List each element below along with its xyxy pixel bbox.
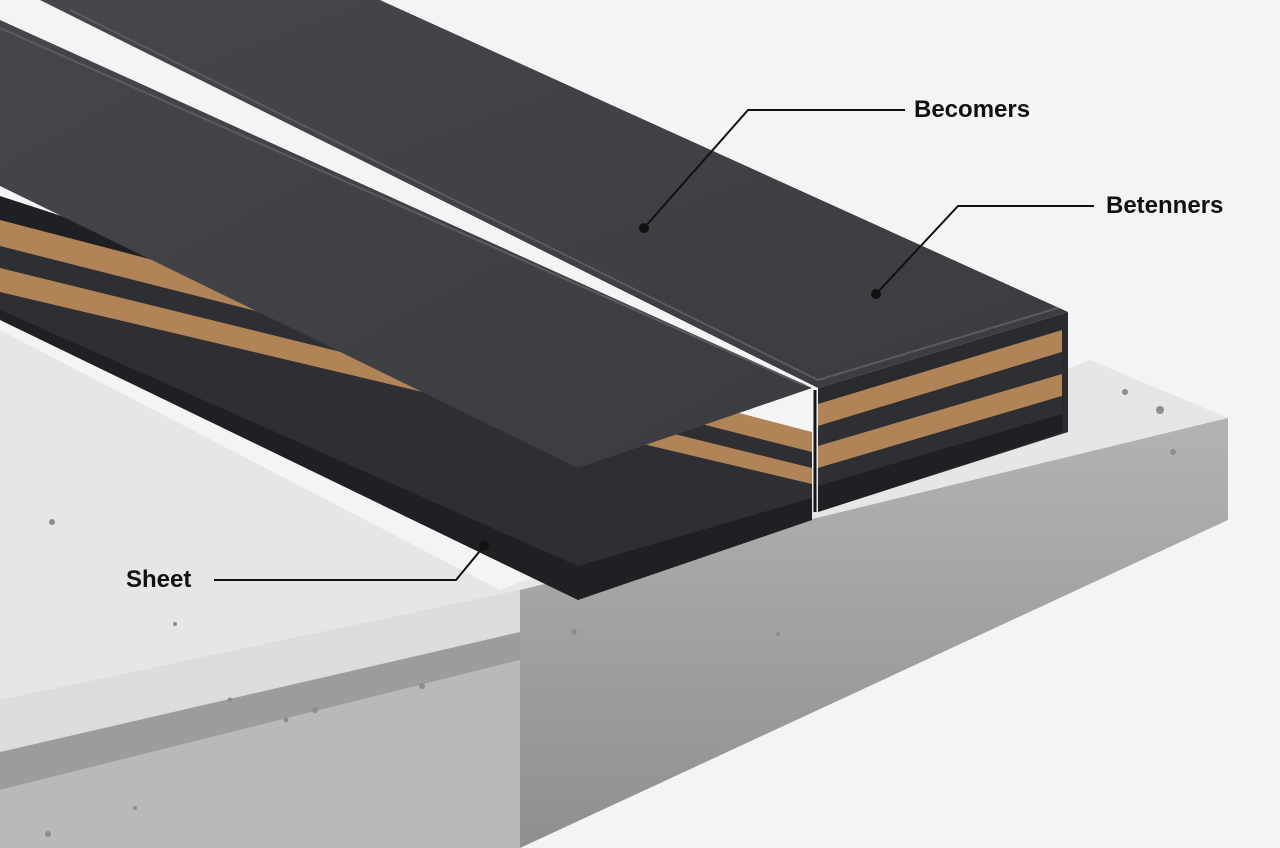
callout-betenners-leader xyxy=(875,205,1094,295)
concrete-speckles xyxy=(45,389,1176,837)
callout-becomers-leader xyxy=(643,109,905,229)
callout-becomers: Becomers xyxy=(639,96,1030,233)
slab-side-face xyxy=(520,418,1228,848)
membrane-strip-left-top xyxy=(0,20,812,468)
callout-sheet-leader xyxy=(214,545,485,581)
slab-lower-face xyxy=(0,660,520,848)
callout-sheet-label: Sheet xyxy=(126,566,191,593)
callout-betenners-label: Betenners xyxy=(1106,192,1223,219)
membrane-strip-right-highlight xyxy=(69,9,1059,382)
slab-step-top xyxy=(0,590,520,752)
slab-step-side xyxy=(0,632,520,790)
callout-betenners: Betenners xyxy=(871,192,1223,299)
membrane-strip-right-top xyxy=(40,0,1068,388)
callout-sheet-dot xyxy=(479,541,489,551)
membrane-strip-left-highlight xyxy=(0,27,807,387)
callout-becomers-dot xyxy=(639,223,649,233)
callout-becomers-label: Becomers xyxy=(914,96,1030,123)
callout-betenners-dot xyxy=(871,289,881,299)
membrane-strip-right-edge xyxy=(818,312,1068,512)
callout-sheet: Sheet xyxy=(126,541,489,593)
